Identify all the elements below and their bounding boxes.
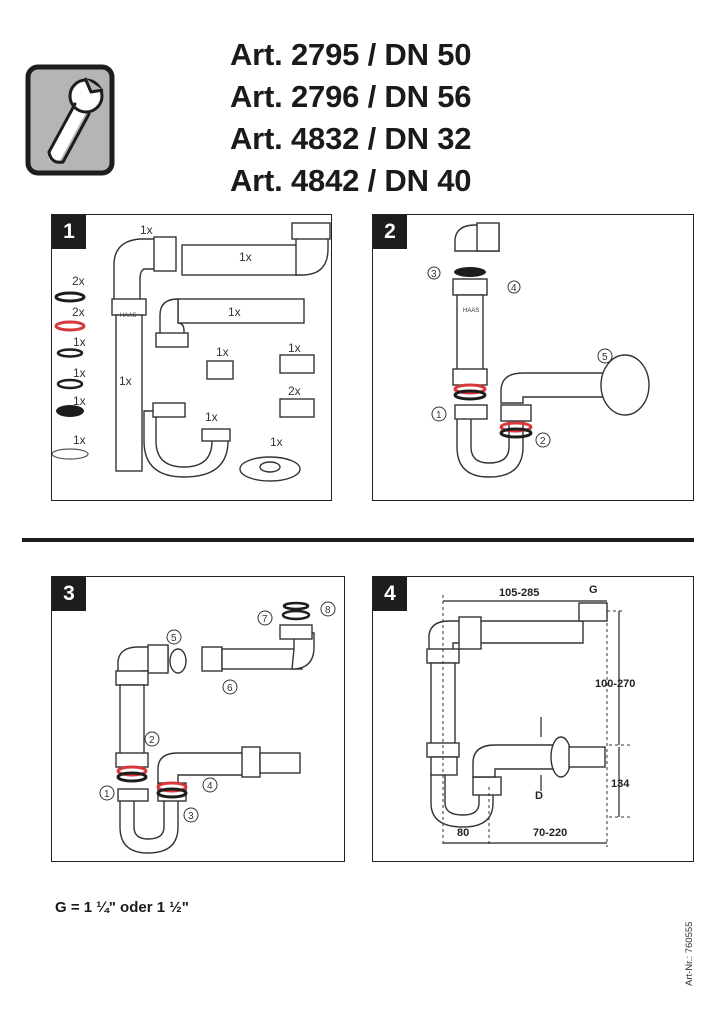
qty-label: 1x	[73, 394, 86, 408]
qty-label: 1x	[288, 341, 301, 355]
qty-label: 2x	[72, 305, 85, 319]
title-line-4: Art. 4842 / DN 40	[230, 163, 472, 198]
assembly-illustration-step-3: 1 2 3 4 5 6 7 8	[99, 601, 336, 854]
panel-3-assembly: 3 1	[51, 576, 345, 862]
qty-label: 1x	[73, 433, 86, 447]
assembly-illustration-step-2: HAAS 3 4 1 2 5	[427, 222, 650, 478]
qty-label: 2x	[288, 384, 301, 398]
qty-label: 1x	[270, 435, 283, 449]
title-line-2: Art. 2796 / DN 56	[230, 79, 472, 114]
panel-2-assembly: 2 HAAS 3 4 1 2 5	[372, 214, 694, 501]
step-number: 6	[227, 683, 233, 694]
step-number: 2	[149, 735, 155, 746]
article-number: Art-Nr.: 760555	[684, 921, 695, 986]
qty-label: 1x	[73, 366, 86, 380]
title-line-1: Art. 2795 / DN 50	[230, 37, 472, 72]
dim-bottom-right: 70-220	[533, 827, 567, 839]
article-titles: Art. 2795 / DN 50 Art. 2796 / DN 56 Art.…	[230, 34, 471, 202]
step-number: 4	[207, 781, 213, 792]
step-number: 4	[511, 283, 517, 294]
panel-4-dimensions: 4	[372, 576, 694, 862]
title-line-3: Art. 4832 / DN 32	[230, 121, 472, 156]
qty-label: 2x	[72, 274, 85, 288]
dim-top-width: 105-285	[499, 587, 539, 599]
qty-label: 1x	[73, 335, 86, 349]
qty-label: 1x	[205, 410, 218, 424]
step-number: 2	[540, 436, 546, 447]
step-number: 7	[262, 614, 268, 625]
section-separator	[22, 538, 694, 542]
dim-bottom-left: 80	[457, 827, 469, 839]
panel-number: 3	[52, 577, 86, 611]
qty-label: 1x	[140, 223, 153, 237]
qty-label: 1x	[216, 345, 229, 359]
thread-size-note: G = 1 ¼" oder 1 ½"	[55, 899, 189, 916]
panel-number: 1	[52, 215, 86, 249]
wrench-icon-box	[25, 64, 115, 176]
dim-g-label: G	[589, 584, 598, 596]
haas-brand-mark: HAAS	[463, 308, 479, 314]
step-number: 1	[436, 410, 442, 421]
dim-d-label: D	[535, 790, 543, 802]
dimension-drawing: 105-285 G 100-270 D 134 80 70-220	[426, 584, 635, 847]
step-number: 3	[431, 269, 437, 280]
wrench-icon	[25, 64, 115, 176]
qty-label: 1x	[228, 305, 241, 319]
step-number: 5	[602, 352, 608, 363]
qty-label: 1x	[119, 374, 132, 388]
qty-label: 1x	[239, 250, 252, 264]
dim-bottom-height: 134	[611, 778, 630, 790]
step-number: 8	[325, 605, 331, 616]
panel-number: 4	[373, 577, 407, 611]
panel-number: 2	[373, 215, 407, 249]
panel-1-parts: 1	[51, 214, 332, 501]
haas-brand-mark: HAAS	[120, 313, 136, 319]
step-number: 1	[104, 789, 110, 800]
step-number: 5	[171, 633, 177, 644]
step-number: 3	[188, 811, 194, 822]
parts-illustration: HAAS 1x 1x 1x 2x 2x 1x 1x 1x 1x 1x 1x 1x…	[52, 222, 331, 482]
dim-height-range: 100-270	[595, 678, 635, 690]
